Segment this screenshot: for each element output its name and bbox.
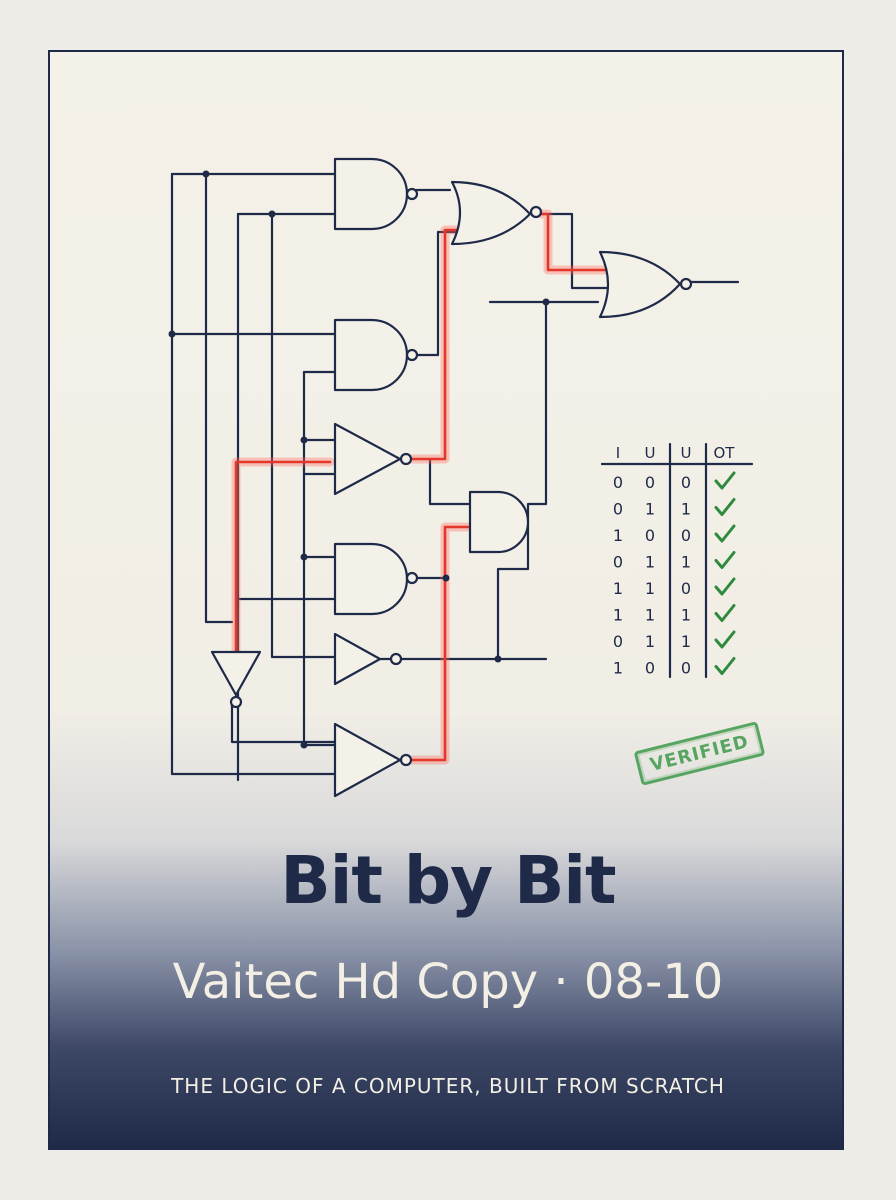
check-icon bbox=[714, 657, 736, 675]
check-icon bbox=[714, 524, 736, 543]
truth-table-cell: 0 bbox=[645, 659, 655, 678]
junction-dots bbox=[168, 170, 550, 749]
inverter-gate-down bbox=[210, 650, 262, 709]
truth-table-cell: 0 bbox=[681, 659, 691, 678]
truth-table-header: I U U OT bbox=[616, 444, 736, 462]
truth-table-header-cell: U bbox=[681, 444, 692, 462]
truth-table-cell: 1 bbox=[613, 579, 623, 598]
truth-table-cell: 1 bbox=[681, 553, 691, 572]
truth-table-cell: 1 bbox=[681, 500, 691, 519]
truth-table-header-cell: U bbox=[645, 444, 656, 462]
truth-table-header-cell: I bbox=[616, 444, 620, 462]
truth-table-cell: 0 bbox=[645, 526, 655, 545]
check-icon bbox=[714, 577, 736, 596]
truth-table-cell: 0 bbox=[613, 632, 623, 651]
book-title: Bit by Bit bbox=[280, 842, 616, 919]
and-gate-1 bbox=[468, 490, 530, 554]
truth-table-row: 1 0 0 bbox=[613, 657, 736, 678]
truth-table-cell: 1 bbox=[613, 606, 623, 625]
truth-table-cell: 1 bbox=[645, 606, 655, 625]
truth-table-row: 1 0 0 bbox=[613, 524, 736, 545]
truth-table-cell: 0 bbox=[681, 579, 691, 598]
truth-table-cell: 0 bbox=[613, 473, 623, 492]
check-icon bbox=[714, 604, 736, 622]
truth-table-row: 0 1 1 bbox=[613, 551, 736, 572]
check-icon bbox=[714, 630, 736, 649]
truth-table-cell: 1 bbox=[681, 606, 691, 625]
truth-table-cell: 1 bbox=[645, 553, 655, 572]
truth-table-header-cell: OT bbox=[714, 444, 736, 462]
truth-table-row: 0 1 1 bbox=[613, 630, 736, 651]
nor-gate-output bbox=[598, 250, 693, 319]
truth-table-cell: 1 bbox=[613, 659, 623, 678]
highlighted-signal-path bbox=[231, 209, 613, 765]
truth-table-row: 0 1 1 bbox=[613, 498, 736, 519]
check-icon bbox=[714, 471, 736, 490]
truth-table-cell: 1 bbox=[645, 579, 655, 598]
truth-table-cell: 0 bbox=[645, 473, 655, 492]
truth-table-cell: 0 bbox=[613, 500, 623, 519]
buffer-gate-3 bbox=[333, 722, 413, 798]
check-icon bbox=[714, 551, 736, 569]
truth-table-cell: 1 bbox=[645, 500, 655, 519]
truth-table-cell: 0 bbox=[681, 473, 691, 492]
nand-gate-1 bbox=[333, 157, 419, 231]
truth-table-cell: 1 bbox=[645, 632, 655, 651]
truth-table-cell: 1 bbox=[613, 526, 623, 545]
truth-table: I U U OT 0 0 0 0 1 1 1 0 0 0 1 1 1 1 0 1 1 1 0 1 1 1 0 0 bbox=[600, 442, 754, 679]
book-subtitle: Vaitec Hd Copy · 08-10 bbox=[172, 954, 724, 1010]
nand-gate-3 bbox=[333, 542, 419, 616]
book-tagline: THE LOGIC OF A COMPUTER, BUILT FROM SCRA… bbox=[171, 1074, 725, 1098]
truth-table-row: 0 0 0 bbox=[613, 471, 736, 492]
truth-table-cell: 0 bbox=[613, 553, 623, 572]
truth-table-cell: 1 bbox=[681, 632, 691, 651]
truth-table-row: 1 1 0 bbox=[613, 577, 736, 598]
buffer-gate-2 bbox=[333, 632, 403, 686]
logic-circuit-diagram: I U U OT 0 0 0 0 1 1 1 0 0 0 1 1 1 1 0 1 1 1 0 1 1 1 0 0 bbox=[168, 157, 754, 798]
truth-table-rows: 0 0 0 0 1 1 1 0 0 0 1 1 1 1 0 1 1 1 0 1 1 1 0 0 bbox=[613, 471, 736, 678]
nor-gate-1 bbox=[450, 180, 543, 246]
check-icon bbox=[714, 498, 736, 516]
truth-table-cell: 0 bbox=[681, 526, 691, 545]
truth-table-row: 1 1 1 bbox=[613, 604, 736, 625]
buffer-gate-1 bbox=[333, 422, 413, 496]
nand-gate-2 bbox=[333, 318, 419, 392]
